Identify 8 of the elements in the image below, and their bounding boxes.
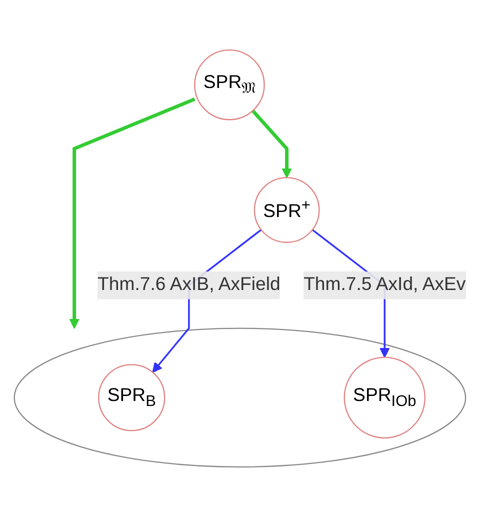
edge-label: Thm.7.5 AxId, AxEv <box>304 274 466 295</box>
node-circle: SPR$_{IOb}$ <box>344 356 426 438</box>
node-circle: SPR$_{𝔐}$ <box>194 49 265 120</box>
arrow <box>251 110 292 178</box>
edge-label: Thm.7.6 AxIB, AxField <box>98 274 280 295</box>
node-circle: SPR$^{+}$ <box>254 177 320 243</box>
arrow <box>69 98 196 329</box>
node-circle: SPR$_{B}$ <box>98 364 166 432</box>
